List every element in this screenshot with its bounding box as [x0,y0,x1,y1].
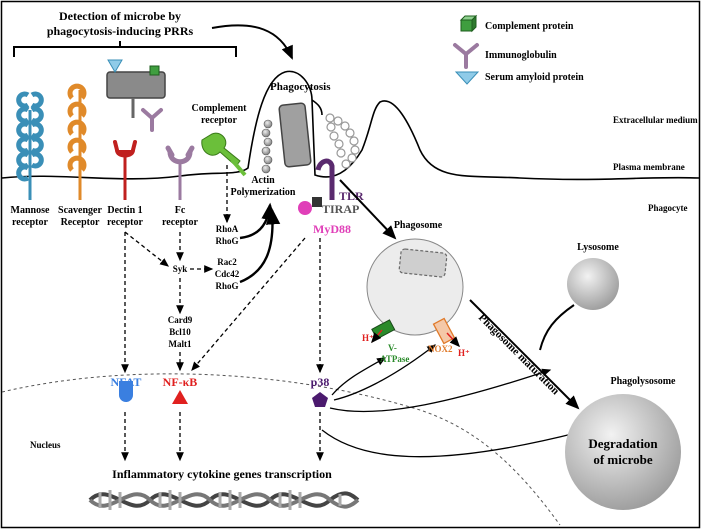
phagosome-maturation-arrow [469,299,580,410]
fc-receptor-label-line1: Fc [175,205,186,216]
p38-to-nox2-arrow [333,344,437,401]
actin-filament-left [261,119,273,174]
nuclear-envelope [1,373,561,526]
phagocytic-cup-lip [311,99,323,116]
opsonized-microbe-icon [106,59,166,132]
actin-filament-right [325,113,360,169]
complement-receptor-icon [201,132,247,177]
phagolysosome-label: Phagolysosome [611,376,677,387]
degradation-label-line2: of microbe [593,452,653,467]
rac2-label: Rac2 [217,257,237,267]
microbe-in-cup [278,102,312,168]
diagram-title-line1: Detection of microbe by [59,9,181,23]
dna-helix-icon [88,490,360,510]
actin-label-line2: Polymerization [231,187,296,198]
signaling-arrows [121,165,324,462]
dectin-1-label-line1: Dectin 1 [107,205,142,216]
degradation-label-line1: Degradation [588,436,658,451]
nfat-icon [119,381,133,402]
p38-to-degradation-arrow [321,429,582,458]
p38-label: p38 [311,375,330,389]
scavenger-receptor-icon [67,83,87,200]
p38-to-maturation-arrow [329,368,552,413]
rac2-to-actin-arrow [239,207,281,284]
plasma-membrane [1,70,700,181]
phagosome-maturation-label: Phagosome maturation [476,312,562,398]
dectin-1-label-line2: receptor [107,217,143,228]
vatpase-proton-arrow [371,329,383,344]
nfkb-icon [172,390,188,404]
card9-label: Card9 [168,315,193,325]
rhoa-label: RhoA [216,224,239,234]
lysosome-label: Lysosome [577,242,619,253]
receptor-bracket [13,46,237,57]
tirap-label: TIRAP [322,202,359,216]
cup-to-phagosome-arrow [339,179,397,240]
serum-amyloid-legend-icon [454,71,480,85]
nfat-label: NFAT [111,375,142,389]
immunoglobulin-legend-icon [453,43,479,69]
legend-complement-label: Complement protein [485,21,574,32]
complement-protein-legend-icon [459,14,478,33]
mannose-receptor-label-line1: Mannose [11,205,50,216]
bcl10-label: Bcl10 [169,327,191,337]
nucleus-label: Nucleus [30,440,61,450]
title-to-phagocytosis-arrow [211,24,293,60]
legend-serum-amyloid-label: Serum amyloid protein [485,72,584,83]
plasma-membrane-label: Plasma membrane [613,162,685,172]
phagocytosis-label: Phagocytosis [270,81,331,93]
vatpase-label-line1: V- [388,343,397,353]
myd88-label: MyD88 [313,222,351,236]
legend-immunoglobulin-label: Immunoglobulin [485,50,557,61]
p38-icon [312,392,328,407]
nox2-enzyme-icon [432,317,456,345]
diagram-title-line2: phagocytosis-inducing PRRs [47,24,194,38]
phagocyte-label: Phagocyte [648,203,688,213]
actin-label-line1: Actin [251,175,275,186]
mannose-receptor-icon [16,91,44,200]
complement-receptor-label-line2: receptor [201,115,237,126]
fc-receptor-label-line2: receptor [162,217,198,228]
phagosome-label: Phagosome [394,220,443,231]
legend: Complement protein Immunoglobulin Serum … [453,14,584,85]
complement-receptor-label-line1: Complement [192,103,248,114]
p38-to-vatpase-arrow [331,357,387,396]
nox2-label: NOX2 [428,344,453,354]
nfkb-label: NF-κB [163,375,198,389]
myd88-to-nfkb-arrow [191,237,306,371]
fc-receptor-icon [165,145,195,200]
rhog-label: RhoG [215,236,238,246]
malt1-label: Malt1 [169,339,192,349]
lysosome-fusion-line [539,304,575,351]
nox2-proton-arrow [446,332,461,348]
tlr-receptor-icon [298,158,335,215]
syk-label: Syk [173,264,188,274]
phagolysosome-vesicle [565,394,681,510]
cdc42-label: Cdc42 [215,269,240,279]
microbe-in-phagosome [398,248,448,278]
rhog2-label: RhoG [215,281,238,291]
transcription-label: Inflammatory cytokine genes transcriptio… [112,467,332,481]
mannose-receptor-label-line2: receptor [12,217,48,228]
dectin-to-syk-arrow [124,231,170,267]
vatpase-label-line2: ATPase [380,354,409,364]
scavenger-receptor-label-line1: Scavenger [58,205,102,216]
proton-label-left: H⁺ [362,333,374,343]
dectin-1-receptor-icon [113,140,137,200]
lysosome-vesicle [567,258,619,310]
proton-label-right: H⁺ [458,348,470,358]
rho-to-actin-arrow [239,202,276,240]
scavenger-receptor-label-line2: Receptor [61,217,100,228]
vatpase-pump-icon [371,319,396,340]
extracellular-medium-label: Extracellular medium [613,115,698,125]
